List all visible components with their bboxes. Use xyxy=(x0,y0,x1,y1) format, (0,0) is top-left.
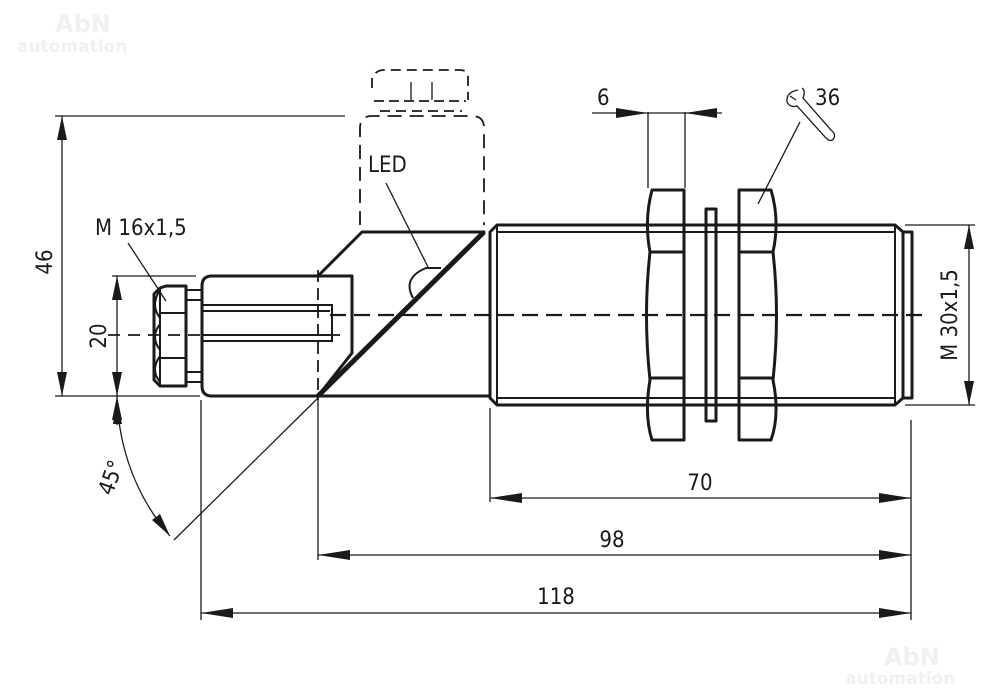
thread-label: M 16x1,5 xyxy=(95,216,187,241)
watermark-brand: AbN xyxy=(55,10,111,38)
dimension-length-118: 118 xyxy=(201,585,911,618)
nut-left xyxy=(645,188,686,442)
led-label: LED xyxy=(368,153,407,178)
nut-right xyxy=(737,188,778,442)
dimension-height-20: 20 xyxy=(87,275,196,425)
angle-label: 45° xyxy=(94,457,129,499)
watermark-subtitle: automation xyxy=(845,669,955,689)
dimension-height-46: 46 xyxy=(33,115,345,397)
dimension-label: 46 xyxy=(33,249,58,274)
dimension-length-70: 70 xyxy=(490,471,911,503)
led-indicator xyxy=(408,267,441,299)
dimension-nut-width-6: 6 xyxy=(592,86,722,188)
watermark-subtitle: automation xyxy=(17,37,127,57)
dimension-label: 70 xyxy=(687,471,712,496)
angled-sensor-head xyxy=(316,230,490,398)
led-head-alternate-position xyxy=(359,69,485,225)
callout-led: LED xyxy=(368,153,429,268)
dimension-label: M 30x1,5 xyxy=(938,269,963,361)
connector-m16 xyxy=(152,284,202,388)
callout-wrench-size: 36 xyxy=(757,86,840,205)
watermark-top-left: AbN automation xyxy=(17,10,127,57)
wrench-icon xyxy=(786,87,836,142)
dimension-label: 118 xyxy=(537,585,575,610)
threaded-body-m30 xyxy=(488,223,914,407)
watermark-bottom-right: AbN automation xyxy=(845,643,955,689)
dimension-angle-45: 45° xyxy=(94,397,319,541)
dimension-label: 20 xyxy=(87,323,112,348)
dimension-label: 98 xyxy=(599,528,624,553)
dimension-body-thread: M 30x1,5 xyxy=(905,224,975,406)
dimension-length-98: 98 xyxy=(318,528,911,560)
dimension-label: 6 xyxy=(597,86,610,111)
wrench-size-label: 36 xyxy=(815,86,840,111)
watermark-brand: AbN xyxy=(884,643,940,671)
callout-connector-thread: M 16x1,5 xyxy=(95,216,187,302)
